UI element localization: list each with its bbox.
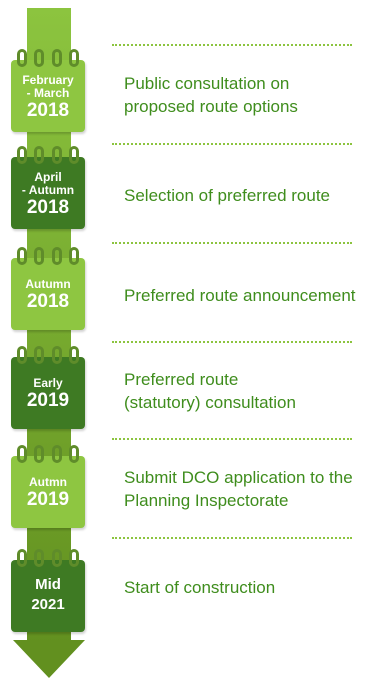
date-calendar: Mid 2021	[11, 549, 85, 632]
milestone-description: Submit DCO application to the Planning I…	[124, 468, 353, 510]
calendar-year: 2018	[26, 100, 70, 121]
separator-dots	[112, 438, 352, 440]
date-calendar: Autmn 2019	[11, 445, 85, 528]
calendar-rings	[17, 445, 79, 465]
separator-dots	[112, 341, 352, 343]
timeline-row: April - Autumn 2018 Selection of preferr…	[0, 127, 374, 229]
timeline-arrowhead	[13, 640, 85, 678]
calendar-year: 2019	[26, 390, 70, 411]
calendar-year: 2021	[31, 596, 65, 613]
calendar-period-line: Autumn	[25, 277, 71, 291]
milestone-description: Selection of preferred route	[124, 186, 331, 205]
timeline-row: Early 2019 Preferred route (statutory) c…	[0, 325, 374, 429]
timeline-row: Mid 2021 Start of construction	[0, 523, 374, 632]
milestone-description: Preferred route announcement	[124, 286, 356, 305]
date-calendar: Autumn 2018	[11, 247, 85, 330]
separator-dots	[112, 537, 352, 539]
calendar-rings	[17, 49, 79, 69]
calendar-period-line: Autmn	[29, 475, 67, 489]
separator-dots	[112, 143, 352, 145]
calendar-period-line: Mid	[35, 576, 61, 593]
calendar-rings	[17, 549, 79, 569]
calendar-rings	[17, 346, 79, 366]
calendar-year: 2018	[26, 197, 70, 218]
milestone-description: Preferred route (statutory) consultation	[124, 370, 296, 412]
timeline-row: Autmn 2019 Submit DCO application to the…	[0, 424, 374, 528]
calendar-period-line: April	[34, 170, 62, 184]
separator-dots	[112, 44, 352, 46]
timeline-row: Autumn 2018 Preferred route announcement	[0, 226, 374, 330]
calendar-period-line: February	[22, 73, 74, 87]
date-calendar: February - March 2018	[11, 49, 85, 132]
calendar-period-line: - Autumn	[21, 183, 75, 197]
timeline-row: February - March 2018 Public consultatio…	[0, 28, 374, 132]
calendar-period-line: Early	[33, 376, 63, 390]
calendar-year: 2019	[26, 489, 70, 510]
separator-dots	[112, 242, 352, 244]
date-calendar: Early 2019	[11, 346, 85, 429]
calendar-year: 2018	[26, 291, 70, 312]
calendar-period-line: - March	[26, 86, 70, 100]
milestone-description: Public consultation on proposed route op…	[124, 74, 298, 116]
milestone-description: Start of construction	[124, 578, 276, 597]
calendar-rings	[17, 247, 79, 267]
date-calendar: April - Autumn 2018	[11, 146, 85, 229]
calendar-rings	[17, 146, 79, 166]
